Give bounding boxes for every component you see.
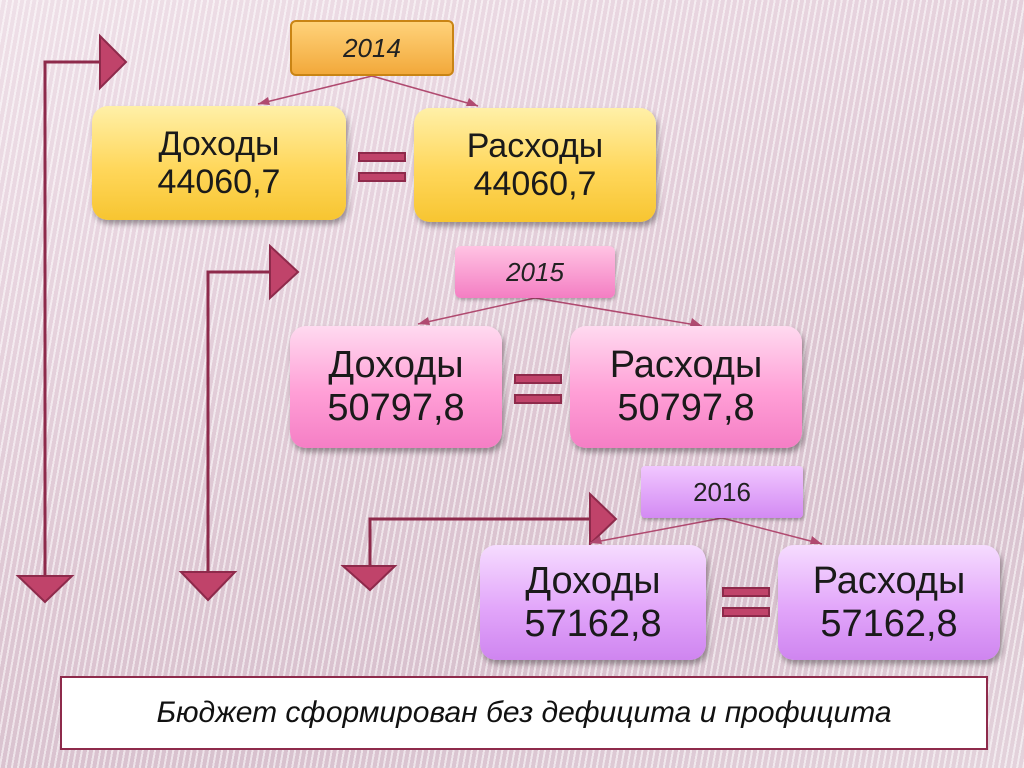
- split-line-2016-right: [721, 517, 823, 545]
- equals-icon: [722, 587, 770, 617]
- income-label: Доходы: [158, 124, 280, 163]
- split-line-2015-left: [417, 297, 536, 325]
- year-label-2014: 2014: [290, 20, 454, 76]
- split-line-2014-left: [257, 75, 373, 105]
- arrowhead-right-2015: [269, 243, 300, 301]
- income-label: Доходы: [328, 344, 464, 387]
- arrowhead-down-2016: [340, 565, 398, 592]
- expenses-value: 50797,8: [617, 387, 755, 429]
- expenses-label: Расходы: [466, 126, 604, 165]
- footer-caption: Бюджет сформирован без дефицита и профиц…: [60, 676, 988, 750]
- arrowhead-right-2016: [589, 491, 618, 547]
- arrowhead-right-2014: [99, 33, 128, 91]
- income-box-2016: Доходы 57162,8: [480, 545, 706, 660]
- income-box-2014: Доходы 44060,7: [92, 106, 346, 220]
- income-value: 57162,8: [524, 602, 662, 645]
- income-value: 50797,8: [327, 387, 465, 429]
- income-label: Доходы: [525, 559, 661, 602]
- year-label-2016: 2016: [641, 466, 803, 518]
- expenses-box-2015: Расходы 50797,8: [570, 326, 802, 448]
- expenses-value: 44060,7: [473, 165, 597, 203]
- bracket-2015: [206, 270, 270, 572]
- split-line-2014-right: [371, 75, 479, 107]
- equals-icon: [514, 374, 562, 404]
- arrowhead-down-2014: [15, 575, 75, 604]
- bracket-2016: [368, 517, 590, 566]
- split-line-2016-left: [589, 517, 723, 544]
- income-value: 44060,7: [157, 163, 281, 201]
- income-box-2015: Доходы 50797,8: [290, 326, 502, 448]
- split-line-2015-right: [534, 297, 703, 327]
- year-label-2015: 2015: [455, 246, 615, 298]
- equals-icon: [358, 152, 406, 182]
- arrowhead-down-2015: [178, 571, 238, 602]
- expenses-box-2014: Расходы 44060,7: [414, 108, 656, 222]
- expenses-label: Расходы: [609, 344, 763, 387]
- expenses-value: 57162,8: [820, 602, 958, 645]
- bracket-2014: [43, 60, 100, 578]
- expenses-label: Расходы: [812, 559, 966, 602]
- expenses-box-2016: Расходы 57162,8: [778, 545, 1000, 660]
